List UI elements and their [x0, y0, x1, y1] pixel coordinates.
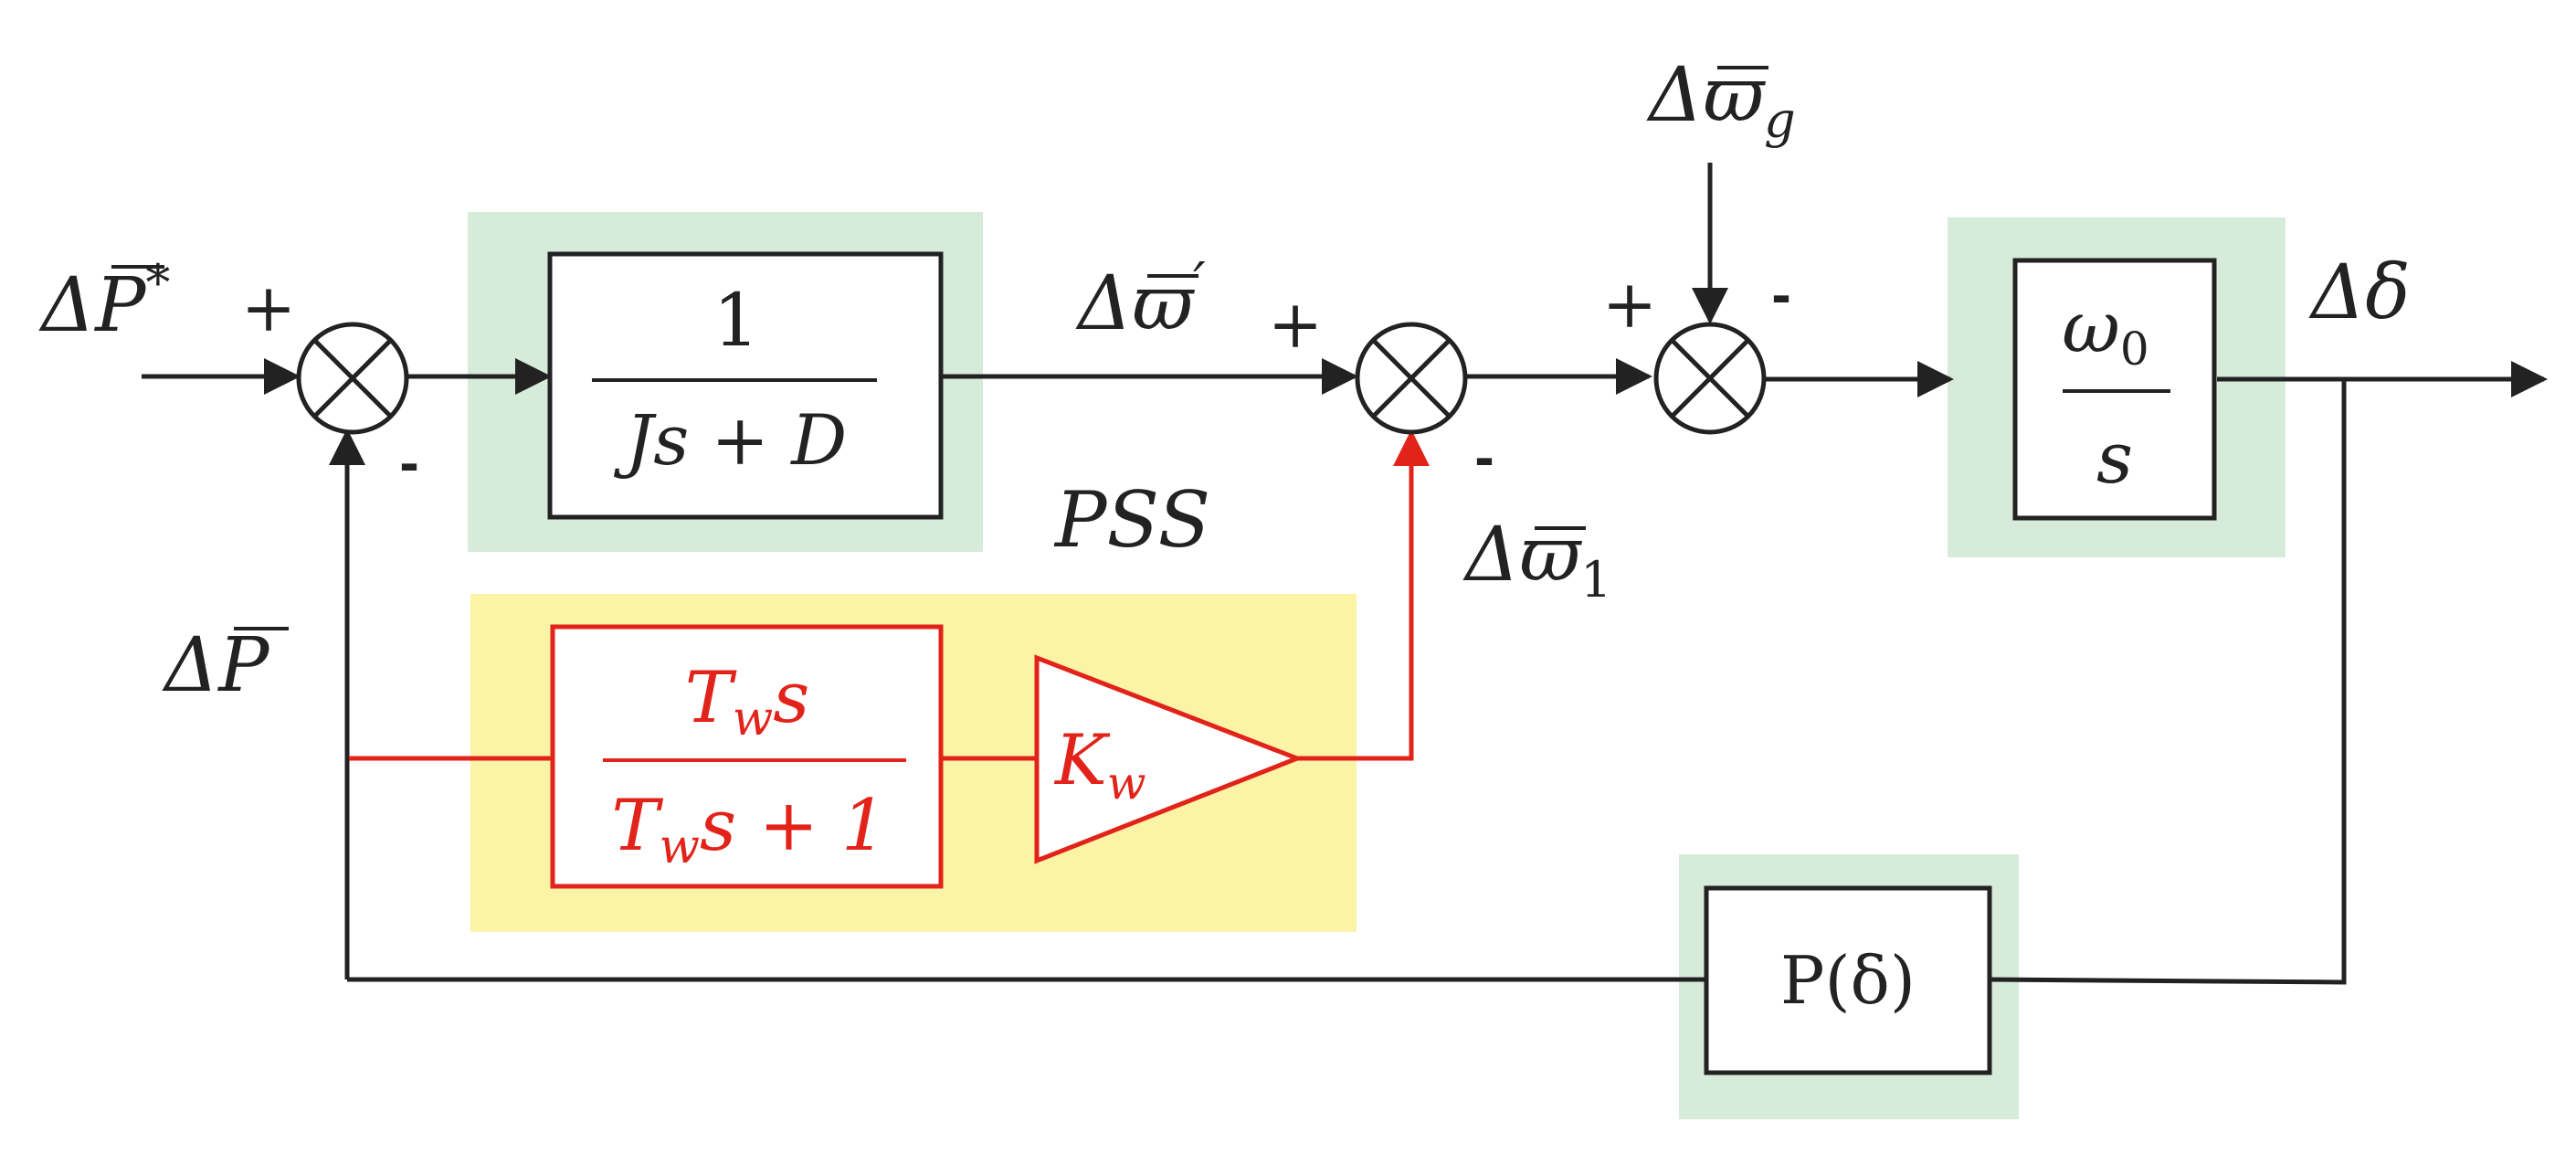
wire-gain-to-sum2 — [1297, 429, 1430, 761]
label-omega-prime: Δϖ′ — [1075, 251, 1206, 347]
label-delta-out: Δδ — [2308, 249, 2411, 336]
summing-junction-3 — [1653, 322, 1767, 435]
pss-wires — [349, 429, 1430, 761]
svg-text:Δϖ1: Δϖ1 — [1462, 512, 1611, 609]
svg-text:ΔP: ΔP — [162, 622, 270, 709]
svg-text:ΔP*: ΔP* — [38, 254, 170, 349]
sum2-minus-sign: - — [1474, 424, 1494, 490]
sum2-plus-sign: + — [1268, 286, 1323, 363]
label-omega-1: Δϖ1 — [1462, 512, 1611, 609]
sum1-plus-sign: + — [241, 270, 296, 346]
gain-label: Kw — [1053, 719, 1146, 810]
sum3-minus-sign: - — [1771, 261, 1790, 327]
wire-output-tap — [1989, 379, 2347, 985]
inertia-block: 1 Js + D — [547, 251, 944, 520]
integrator-numerator: ω0 — [2062, 287, 2148, 376]
power-block: P(δ) — [1704, 885, 1992, 1075]
summing-junction-2 — [1355, 322, 1468, 435]
integrator-denominator: s — [2096, 418, 2133, 500]
sum1-minus-sign: - — [399, 429, 418, 495]
label-pss: PSS — [1053, 475, 1210, 565]
summing-junction-1 — [296, 322, 409, 435]
integrator-block: ω0 s — [2012, 258, 2217, 521]
signal-wires — [142, 163, 2548, 985]
inertia-denominator: Js + D — [614, 399, 847, 481]
gain-block: Kw — [1034, 654, 1304, 864]
sum3-plus-sign: + — [1602, 266, 1657, 343]
washout-block: Tws Tws + 1 — [550, 624, 944, 889]
label-p-ref: ΔP* — [38, 254, 170, 349]
svg-text:Δϖ′: Δϖ′ — [1075, 251, 1206, 347]
washout-numerator: Tws — [685, 657, 810, 746]
inertia-numerator: 1 — [713, 278, 760, 363]
power-label: P(δ) — [1780, 942, 1916, 1019]
label-omega-g: Δϖg — [1646, 52, 1796, 149]
label-p-feedback: ΔP — [162, 622, 289, 709]
washout-denominator: Tws + 1 — [611, 785, 886, 874]
